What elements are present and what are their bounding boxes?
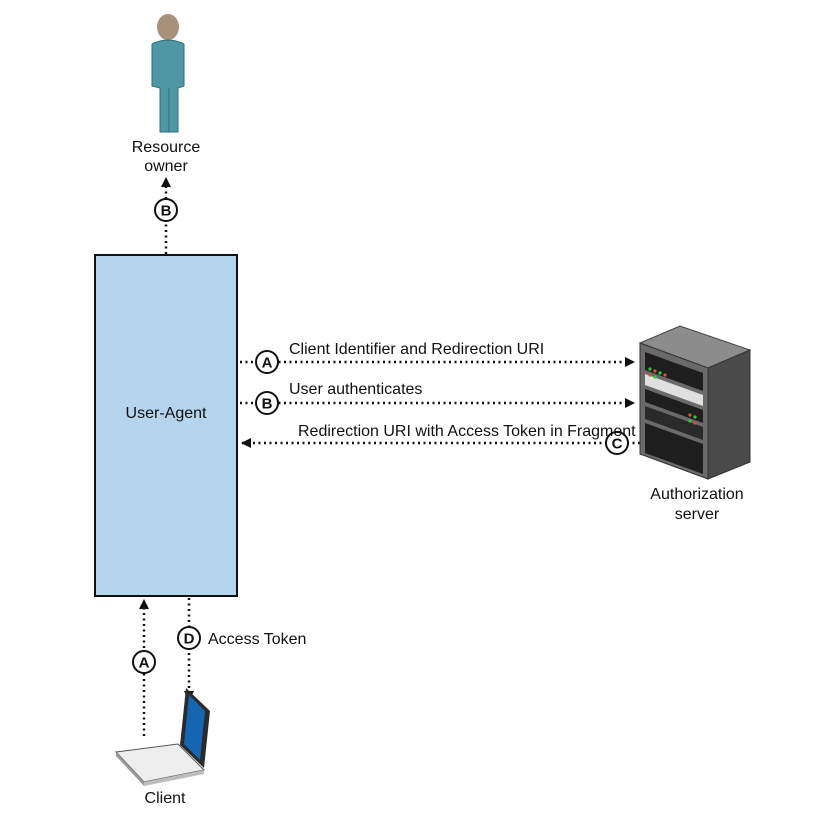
authorization-server-label-line1: Authorization: [650, 486, 743, 503]
step-d-label: Access Token: [208, 631, 306, 648]
user-agent-box: [94, 254, 238, 597]
client-label: Client: [145, 790, 186, 807]
step-d-letter: D: [184, 631, 195, 648]
resource-owner-icon: [151, 14, 185, 133]
step-c-letter: C: [612, 436, 623, 453]
step-c-label: Redirection URI with Access Token in Fra…: [298, 423, 636, 440]
resource-owner-label-line2: owner: [144, 158, 188, 175]
resource-owner-label-line1: Resource: [132, 139, 201, 156]
step-c-badge: C: [605, 431, 629, 455]
step-b-owner-badge: B: [154, 198, 178, 222]
step-a-server-label: Client Identifier and Redirection URI: [289, 341, 544, 358]
step-b-auth-label: User authenticates: [289, 381, 422, 398]
authorization-server-label-line2: server: [675, 506, 720, 523]
step-a-client-letter: A: [139, 655, 150, 672]
authorization-server-icon: [638, 325, 752, 480]
client-laptop-icon: [114, 688, 210, 786]
step-b-auth-letter: B: [262, 396, 273, 413]
step-a-client-badge: A: [132, 650, 156, 674]
step-d-badge: D: [177, 626, 201, 650]
step-b-owner-letter: B: [161, 203, 172, 220]
user-agent-label: User-Agent: [126, 405, 207, 422]
step-a-server-letter: A: [262, 355, 273, 372]
step-b-auth-badge: B: [255, 391, 279, 415]
step-a-server-badge: A: [255, 350, 279, 374]
